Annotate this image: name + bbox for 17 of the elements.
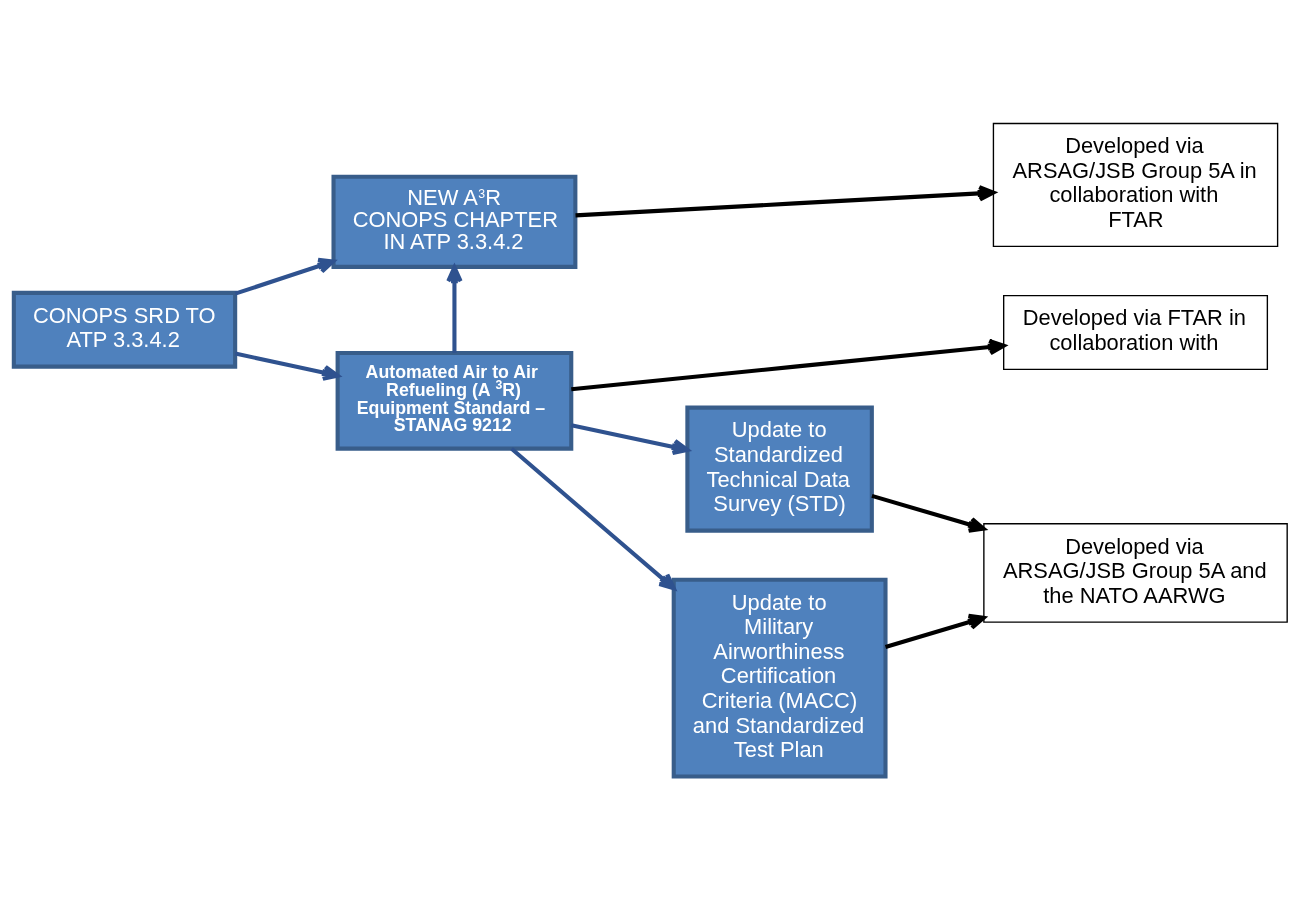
arrow <box>884 613 986 649</box>
arrow <box>571 338 1006 392</box>
node-box: Automated Air to Air Refueling (A$^{3}$R) Equipment Standard – STANAG 9212 <box>335 350 574 451</box>
node-box: NEW A$^{3}$R CONOPS CHAPTER IN ATP 3.3.4.2 <box>331 174 578 269</box>
arrow <box>446 265 463 353</box>
arrow <box>234 257 336 296</box>
arrow <box>570 423 690 456</box>
arrow <box>575 185 996 218</box>
node-box: Developed via ARSAG/JSB Group 5A and the NATO AARWG <box>983 523 1288 623</box>
arrow <box>510 447 676 591</box>
node-box: CONOPS SRD TO ATP 3.3.4.2 <box>11 290 238 369</box>
node-box: Developed via FTAR in collaboration with <box>1003 294 1269 371</box>
arrow <box>234 351 340 381</box>
node-box: Developed via ARSAG/JSB Group 5A in collaboration with FTAR <box>992 122 1279 248</box>
arrow <box>871 493 986 533</box>
node-box: Update to Military Airworthiness Certification Criteria (MACC) and Standardized Test Plan <box>671 577 888 779</box>
node-box: Update to Standardized Technical Data Survey (STD) <box>685 405 874 533</box>
